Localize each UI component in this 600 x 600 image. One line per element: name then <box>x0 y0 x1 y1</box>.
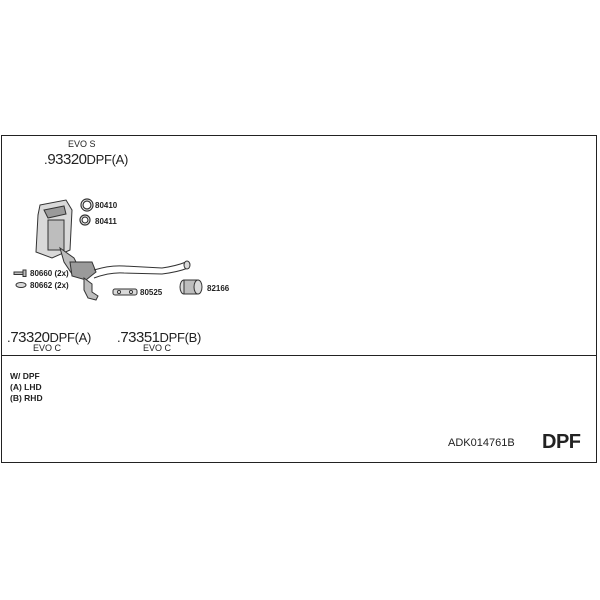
option-b-variant: EVO C <box>143 343 172 353</box>
label-80410: 80410 <box>95 201 118 210</box>
note-line-3: (B) RHD <box>10 393 43 403</box>
bolt-80660-graphic <box>13 269 27 277</box>
header-part-suffix: DPF(A) <box>86 152 129 167</box>
option-b-part-label: .73351DPF(B) <box>117 330 201 345</box>
label-80411: 80411 <box>95 217 117 226</box>
header-part-number: 93320 <box>47 151 87 168</box>
label-80525: 80525 <box>140 288 163 297</box>
header-variant: EVO S <box>68 139 96 149</box>
header-part-prefix: . <box>44 152 48 167</box>
diagram-frame <box>1 135 597 463</box>
pipe-graphic <box>93 260 191 279</box>
option-b-number: 73351 <box>120 329 160 346</box>
note-line-1: W/ DPF <box>10 371 40 381</box>
option-a-variant: EVO C <box>33 343 62 353</box>
label-80662: 80662 (2x) <box>30 281 69 290</box>
gasket-80411-graphic <box>79 214 91 226</box>
header-part-label: .93320DPF(A) <box>44 152 128 167</box>
option-b-prefix: . <box>117 330 121 345</box>
bracket-80525-graphic <box>112 288 138 296</box>
label-82166: 82166 <box>207 284 230 293</box>
mount-82166-graphic <box>179 279 203 295</box>
clamp-80410-graphic <box>80 198 94 212</box>
option-a-prefix: . <box>7 330 11 345</box>
label-80660: 80660 (2x) <box>30 269 69 278</box>
dpf-unit-graphic <box>35 199 99 301</box>
nut-80662-graphic <box>15 282 27 288</box>
option-a-number: 73320 <box>10 329 50 346</box>
option-b-suffix: DPF(B) <box>159 330 202 345</box>
dpf-label: DPF <box>542 431 581 453</box>
section-divider <box>1 355 597 356</box>
option-a-suffix: DPF(A) <box>49 330 92 345</box>
kit-code: ADK014761B <box>448 437 515 449</box>
note-line-2: (A) LHD <box>10 382 42 392</box>
option-a-part-label: .73320DPF(A) <box>7 330 91 345</box>
